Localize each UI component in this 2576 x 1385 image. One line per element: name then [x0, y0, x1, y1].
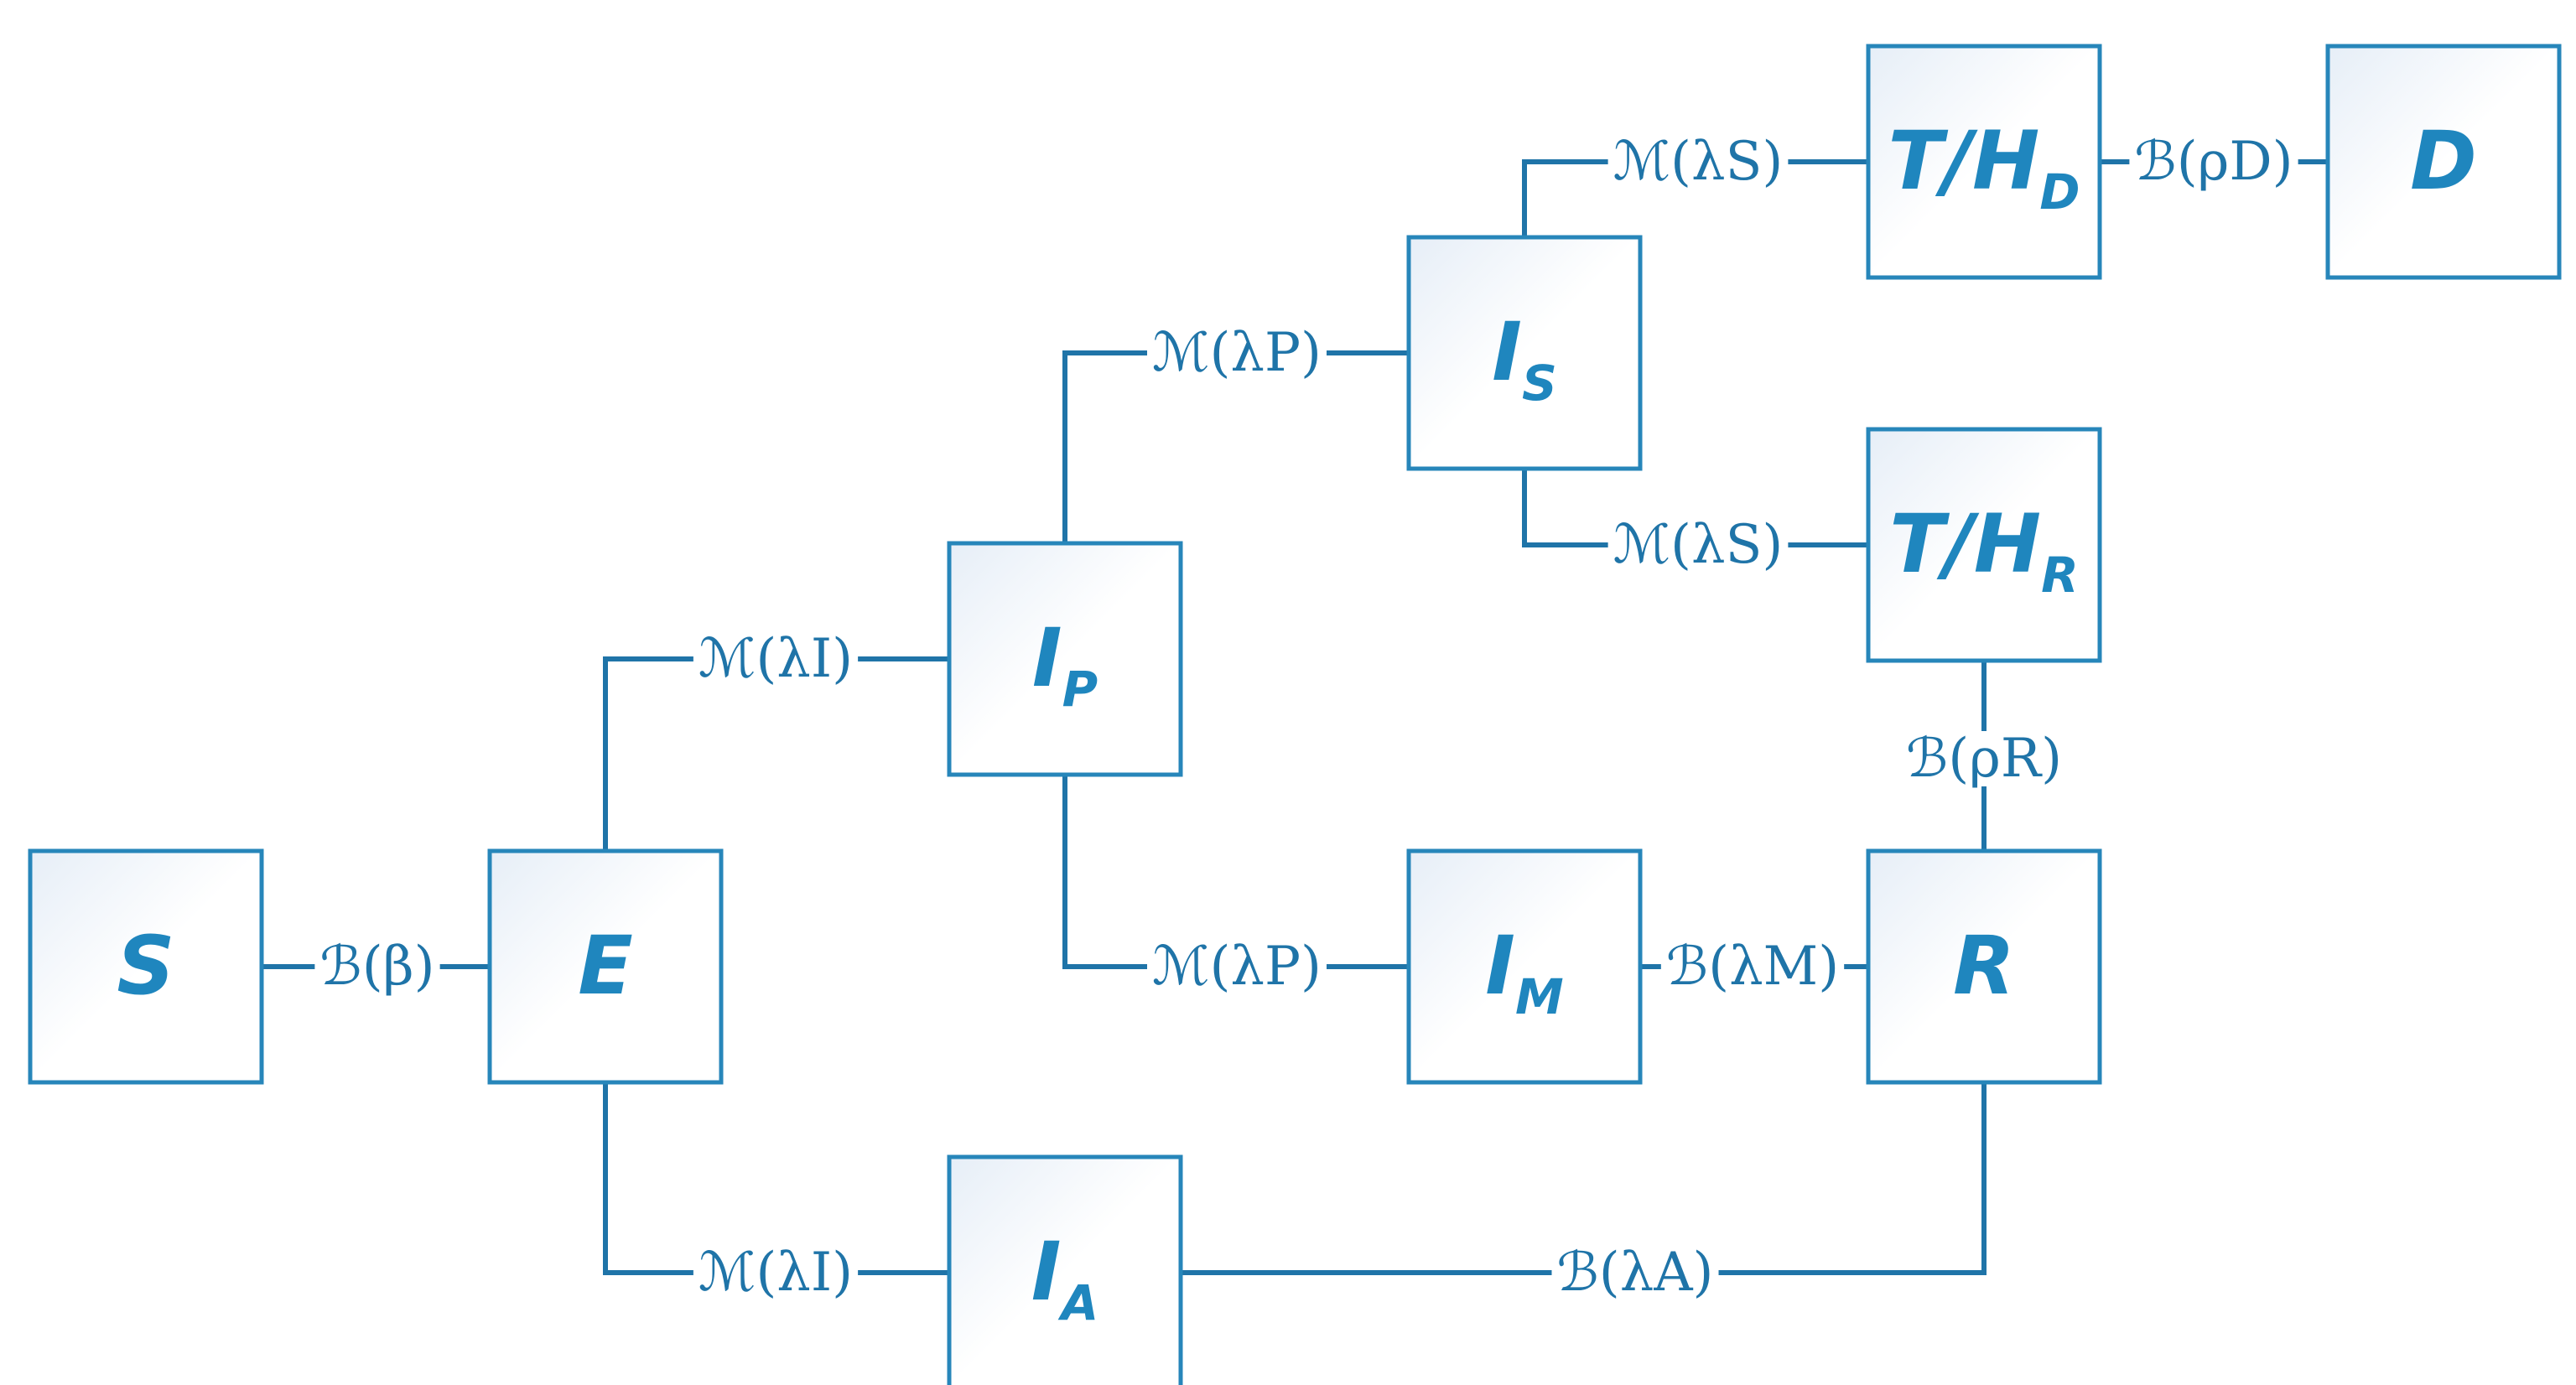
node-box: [28, 848, 264, 1085]
edge-label: ℳ(λI): [699, 1242, 853, 1304]
edge-label-background: [1551, 1245, 1719, 1300]
node-subscript-text: P: [1062, 661, 1098, 718]
node-box: [1406, 848, 1643, 1085]
node-main-text: I: [1492, 305, 1522, 399]
node-ip: IP: [947, 541, 1183, 777]
node-label: D: [2410, 114, 2477, 208]
edge-e-to-ia: ℳ(λI): [603, 1082, 950, 1304]
edge-is-to-thr: ℳ(λS): [1522, 469, 1869, 576]
node-box: [947, 541, 1183, 777]
edge-label: ℳ(λS): [1613, 514, 1784, 576]
node-label: IA: [1031, 1225, 1099, 1331]
edge-arrow: [1181, 1082, 1987, 1275]
edge-label-background: [693, 1245, 859, 1300]
node-ia: IA: [947, 1154, 1183, 1385]
node-label: IS: [1492, 305, 1557, 412]
node-box: [1866, 427, 2102, 663]
edge-label-background: [1147, 939, 1327, 994]
node-label: T/HR: [1889, 497, 2079, 604]
node-main-text: I: [1485, 919, 1515, 1013]
edge-label-background: [1607, 517, 1789, 573]
edge-label: ℬ(β): [319, 936, 434, 998]
node-main-text: T/H: [1888, 114, 2039, 208]
edge-thd-to-d: ℬ(ρD): [2100, 131, 2329, 193]
edge-label-background: [1900, 731, 2068, 786]
node-s: S: [28, 848, 264, 1085]
node-label: E: [578, 919, 633, 1013]
node-label: R: [1953, 919, 2015, 1013]
edge-ip-to-is: ℳ(λP): [1062, 322, 1410, 543]
edges-layer: ℬ(β) ℳ(λI) ℳ(λI) ℳ(λP) ℳ(λP) ℳ(λS) ℳ(λS) ℬ(ρD) ℬ…: [262, 131, 2329, 1304]
node-label: T/HD: [1888, 114, 2080, 220]
node-main-text: I: [1032, 611, 1062, 705]
node-d: D: [2325, 44, 2562, 280]
node-label: S: [117, 919, 174, 1013]
edge-im-to-r: ℬ(λM): [1640, 936, 1869, 998]
edge-label: ℬ(λA): [1556, 1242, 1713, 1304]
edge-label-background: [1147, 325, 1327, 381]
edge-ia-to-r: ℬ(λA): [1181, 1082, 1987, 1304]
node-subscript-text: R: [2041, 547, 2079, 604]
node-box: [2325, 44, 2562, 280]
node-is: IS: [1406, 235, 1643, 471]
node-subscript-text: D: [2039, 163, 2080, 220]
edge-label: ℬ(λM): [1666, 936, 1839, 998]
node-box: [1866, 44, 2102, 280]
edge-label: ℬ(ρD): [2134, 131, 2293, 193]
node-main-text: S: [117, 919, 174, 1013]
edge-label-background: [693, 631, 859, 687]
edge-label-background: [2129, 134, 2298, 189]
edge-label: ℳ(λI): [699, 628, 853, 690]
node-main-text: E: [578, 919, 633, 1013]
node-label: IP: [1032, 611, 1098, 718]
node-thr: T/HR: [1866, 427, 2102, 663]
node-e: E: [487, 848, 724, 1085]
edge-is-to-thd: ℳ(λS): [1522, 131, 1869, 237]
edge-thr-to-r: ℬ(ρR): [1900, 661, 2068, 852]
edge-label-background: [1607, 134, 1789, 189]
edge-s-to-e: ℬ(β): [262, 936, 491, 998]
node-box: [1866, 848, 2102, 1085]
edge-label: ℳ(λP): [1152, 936, 1322, 998]
node-thd: T/HD: [1866, 44, 2102, 280]
node-subscript-text: S: [1522, 355, 1557, 412]
edge-label-background: [1660, 939, 1845, 994]
node-main-text: R: [1953, 919, 2015, 1013]
edge-label: ℬ(ρR): [1906, 728, 2062, 790]
node-main-text: T/H: [1889, 497, 2041, 591]
edge-e-to-ip: ℳ(λI): [603, 628, 950, 851]
node-box: [487, 848, 724, 1085]
node-box: [1406, 235, 1643, 471]
edge-label: ℳ(λP): [1152, 322, 1322, 384]
node-label: IM: [1485, 919, 1563, 1025]
node-main-text: I: [1031, 1225, 1062, 1319]
node-main-text: D: [2410, 114, 2477, 208]
node-subscript-text: M: [1515, 968, 1564, 1025]
edge-label: ℳ(λS): [1613, 131, 1784, 193]
node-im: IM: [1406, 848, 1643, 1085]
node-box: [947, 1154, 1183, 1385]
node-r: R: [1866, 848, 2102, 1085]
node-subscript-text: A: [1057, 1274, 1098, 1331]
edge-label-background: [314, 939, 440, 994]
edge-ip-to-im: ℳ(λP): [1062, 775, 1410, 998]
